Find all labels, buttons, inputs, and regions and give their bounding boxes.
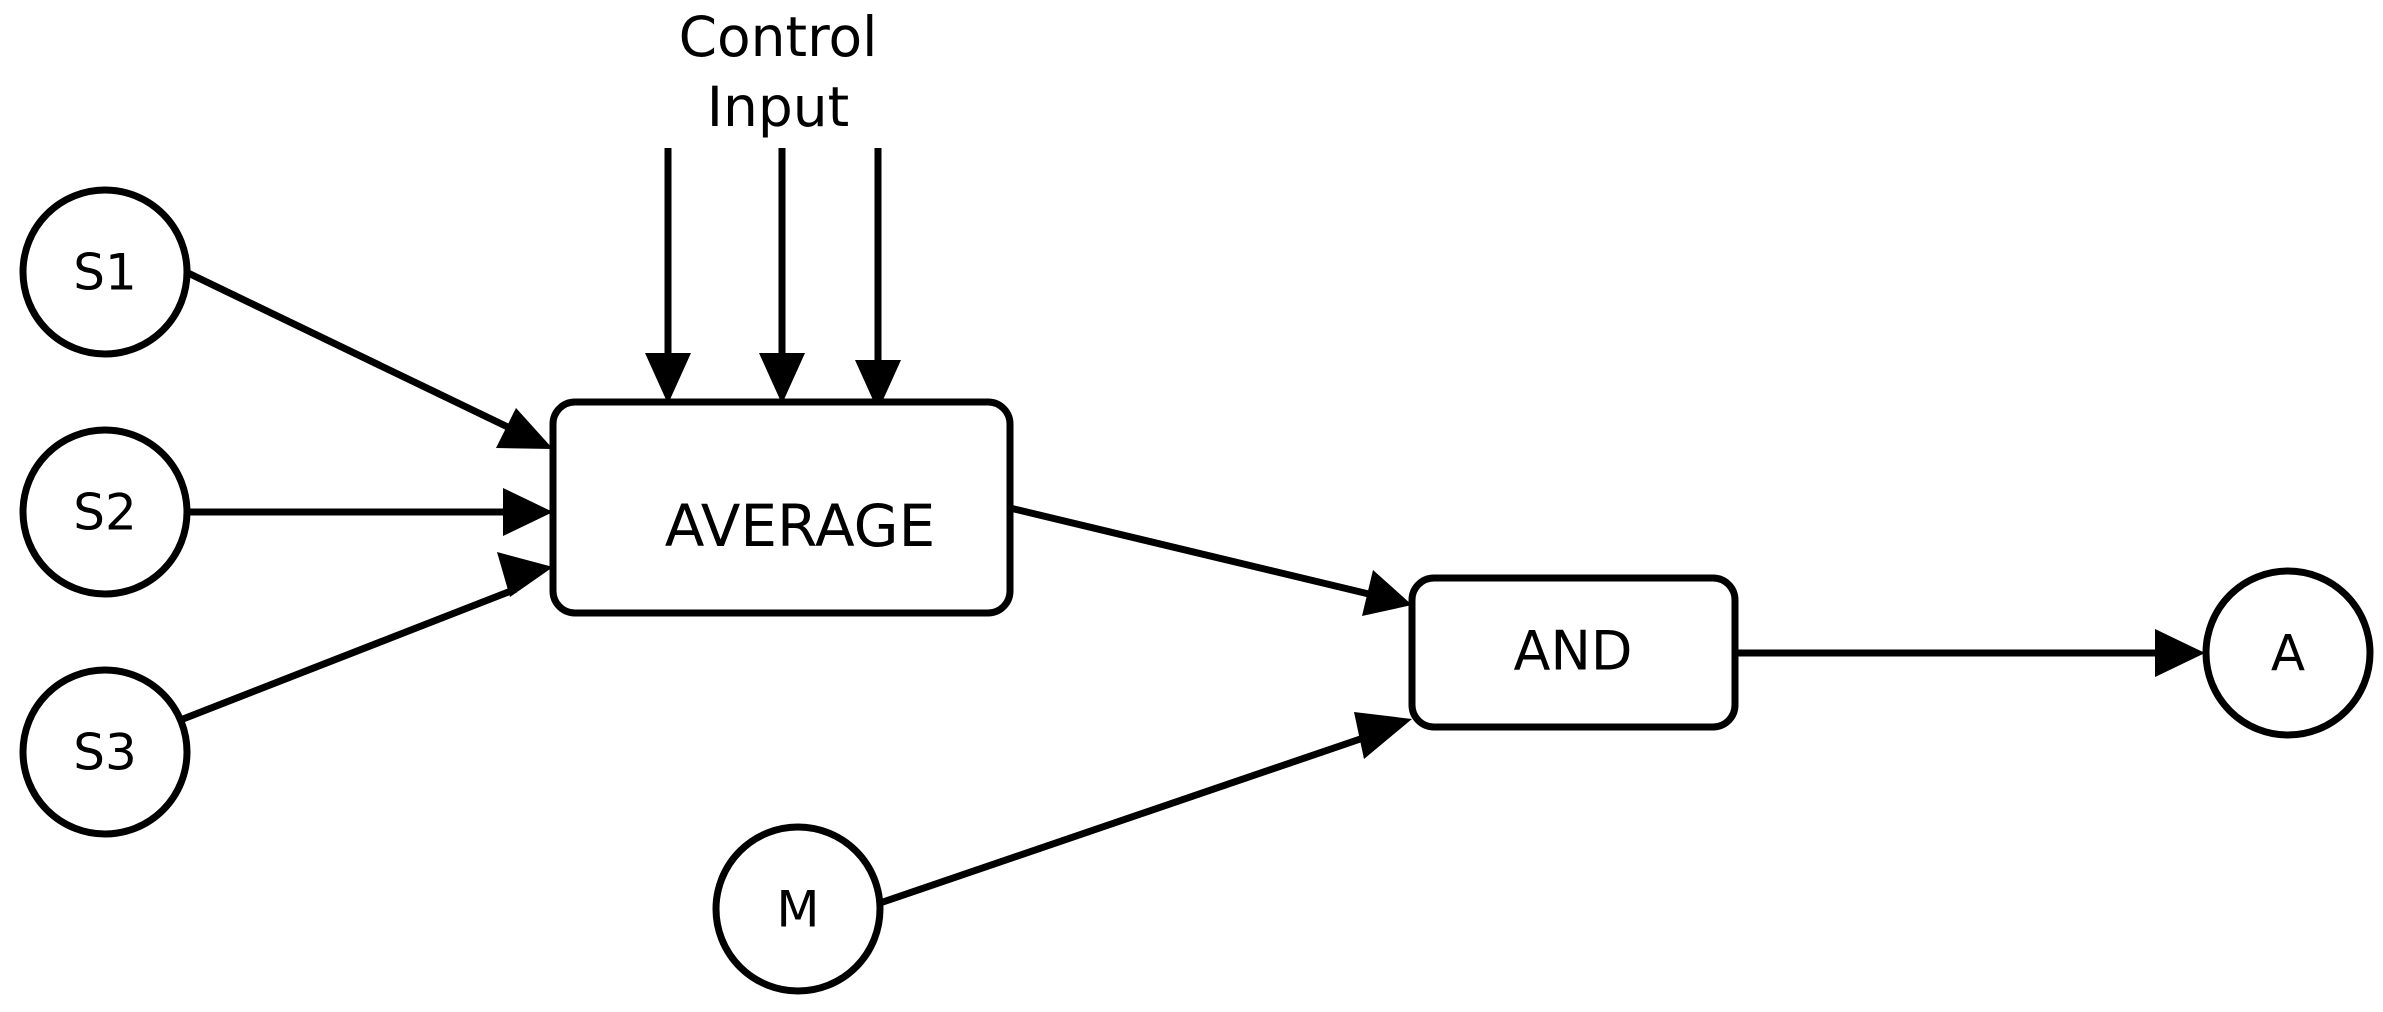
- edge-control-input-1: [645, 148, 691, 404]
- edge-average-to-and: [1009, 504, 1412, 616]
- edge-line-average-and: [1009, 504, 1374, 599]
- node-s1[interactable]: S1: [19, 186, 191, 358]
- edge-control-input-2: [759, 148, 805, 404]
- control-input-line-1: Control: [679, 5, 878, 69]
- node-s2-label: S2: [73, 484, 137, 542]
- edge-line-s3-average: [181, 585, 518, 723]
- node-a-label: A: [2271, 625, 2305, 683]
- node-s1-label: S1: [73, 244, 137, 302]
- edge-s1-to-average: [184, 268, 553, 449]
- node-average-label: AVERAGE: [665, 492, 936, 560]
- edge-line-m-and: [878, 731, 1374, 907]
- edge-and-to-a: [1735, 629, 2205, 677]
- edge-s3-to-average: [181, 552, 553, 723]
- node-s1-circle[interactable]: [19, 186, 191, 358]
- node-s3-label: S3: [73, 724, 137, 782]
- node-m[interactable]: M: [712, 823, 884, 995]
- node-m-label: M: [776, 881, 819, 939]
- edge-control-input-3: [855, 148, 901, 411]
- node-and-rect[interactable]: [1408, 574, 1739, 731]
- node-and[interactable]: AND: [1408, 574, 1739, 731]
- node-and-label: AND: [1514, 620, 1633, 683]
- edge-s2-to-average: [188, 488, 553, 536]
- node-m-circle[interactable]: [712, 823, 884, 995]
- arrow-head-control-1: [645, 353, 691, 404]
- control-input-line-2: Input: [707, 75, 849, 139]
- arrow-head-control-2: [759, 353, 805, 404]
- annotation-control-input: Control Input: [679, 5, 878, 139]
- edge-m-to-and: [878, 712, 1412, 907]
- node-s3[interactable]: S3: [19, 666, 191, 838]
- node-s3-circle[interactable]: [19, 666, 191, 838]
- node-a-circle[interactable]: [2202, 567, 2374, 739]
- arrow-head-m-and: [1354, 712, 1412, 759]
- arrow-head-s1-average: [496, 408, 553, 449]
- edge-line-s1-average: [184, 268, 518, 435]
- node-average-rect[interactable]: [549, 398, 1014, 617]
- node-average[interactable]: AVERAGE: [549, 398, 1014, 617]
- arrow-head-average-and: [1362, 570, 1412, 616]
- node-s2[interactable]: S2: [19, 426, 191, 598]
- arrow-head-s3-average: [497, 552, 553, 597]
- arrow-head-and-a: [2155, 629, 2205, 677]
- node-a[interactable]: A: [2202, 567, 2374, 739]
- node-s2-circle[interactable]: [19, 426, 191, 598]
- arrow-head-s2-average: [503, 488, 553, 536]
- arrow-head-control-3: [855, 360, 901, 411]
